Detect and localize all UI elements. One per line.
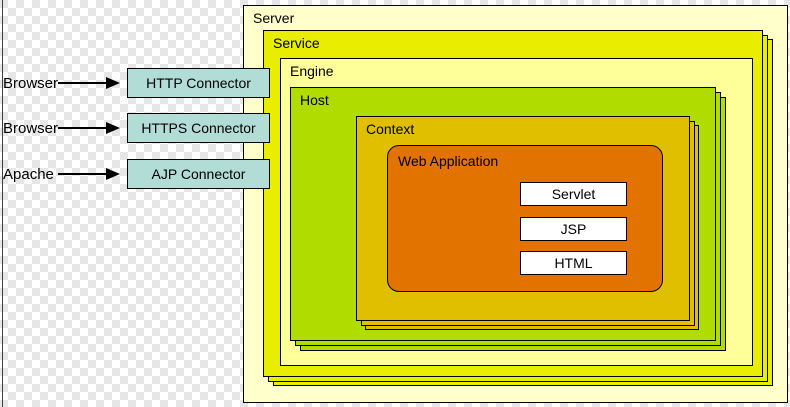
arrow-line [58,173,107,175]
box-host-label: Host [300,92,329,108]
component-servlet: Servlet [520,182,627,206]
arrow-line [58,127,107,129]
box-web-application-label: Web Application [398,153,499,169]
component-html-label: HTML [554,255,593,271]
box-context-label: Context [366,121,415,137]
source-label-apache: Apache [3,166,54,183]
box-http-connector-label: HTTP Connector [146,75,251,91]
arrow-right-icon [106,168,120,180]
box-https-connector: HTTPS Connector [127,113,270,143]
source-label-browser-https: Browser [3,120,59,137]
arrow-line [58,82,107,84]
component-servlet-label: Servlet [551,186,596,202]
component-jsp-label: JSP [560,221,587,237]
box-service-label: Service [273,35,320,51]
component-jsp: JSP [520,217,627,241]
box-ajp-connector: AJP Connector [127,159,270,189]
box-ajp-connector-label: AJP Connector [151,166,246,182]
box-server-label: Server [253,10,295,26]
component-html: HTML [520,251,627,275]
box-http-connector: HTTP Connector [127,68,270,98]
box-https-connector-label: HTTPS Connector [141,120,256,136]
source-label-browser-http: Browser [3,75,59,92]
arrow-right-icon [106,77,120,89]
arrow-right-icon [106,122,120,134]
box-engine-label: Engine [290,63,334,79]
left-edge-rule [2,0,3,407]
